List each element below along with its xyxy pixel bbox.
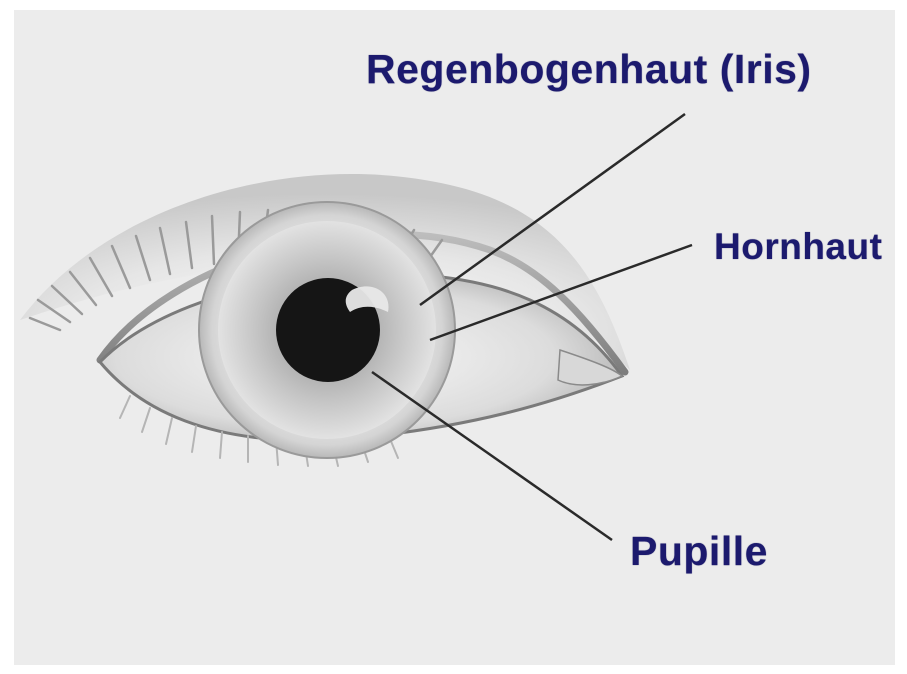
label-cornea: Hornhaut [714, 226, 882, 268]
label-pupil: Pupille [630, 528, 768, 575]
label-iris: Regenbogenhaut (Iris) [366, 46, 812, 93]
